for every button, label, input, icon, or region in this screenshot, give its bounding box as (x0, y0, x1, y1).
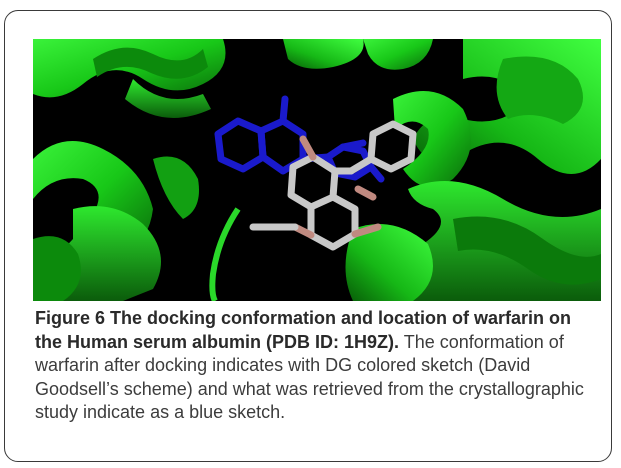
docked-ligand-gray (249, 120, 417, 251)
figure-caption: Figure 6 The docking conformation and lo… (35, 307, 603, 425)
figure-caption-body: The conformation of warfarin after docki… (35, 331, 584, 423)
figure-label: Figure 6 (35, 308, 106, 328)
ribbon-helix-left (33, 141, 199, 301)
ribbon-helix-top-left (33, 39, 226, 118)
ribbon-loop (209, 207, 241, 301)
figure-frame: Figure 6 The docking conformation and lo… (4, 10, 612, 462)
figure-image (33, 39, 601, 301)
figure-title: The docking conformation and location of… (35, 308, 572, 352)
ribbon-helix-right (345, 39, 601, 301)
ribbon-helix-top-center (283, 39, 433, 70)
protein-ligand-render (33, 39, 601, 301)
